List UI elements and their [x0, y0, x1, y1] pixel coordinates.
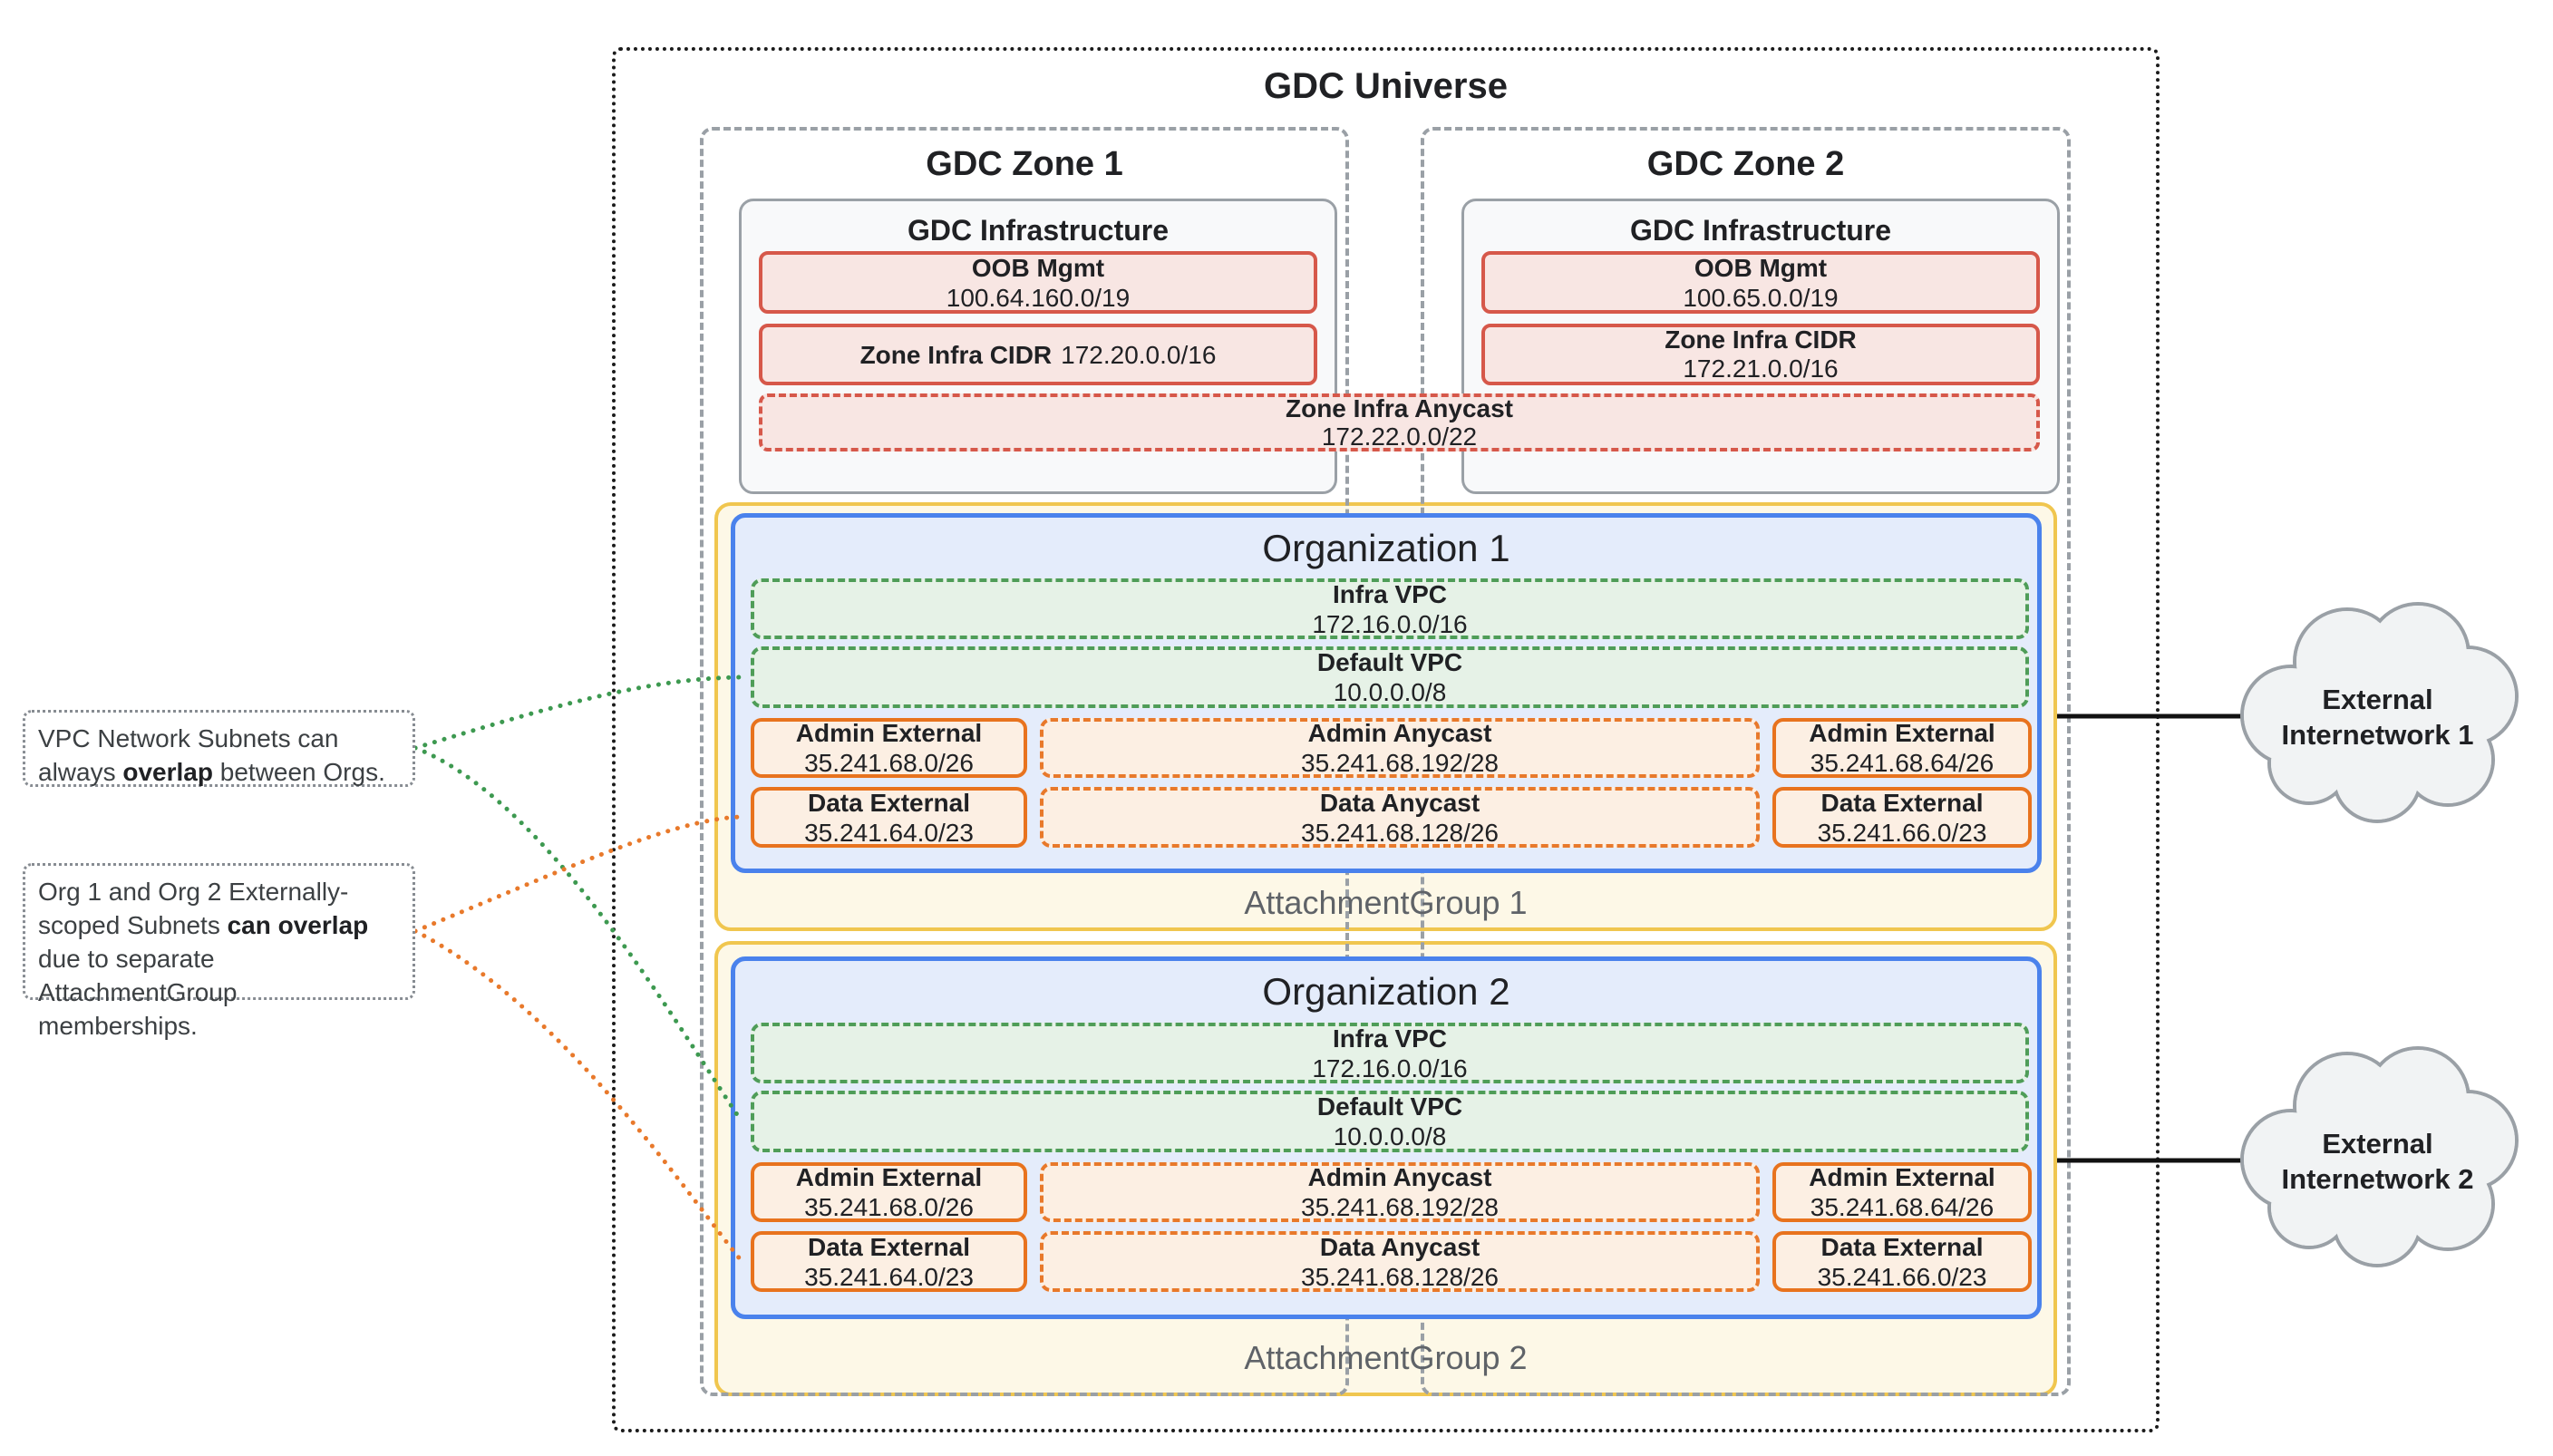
org1-data-external-left-cidr: 35.241.64.0/23 [804, 818, 974, 847]
org2-data-external-left-cidr: 35.241.64.0/23 [804, 1262, 974, 1291]
org2-admin-external-right-box: Admin External 35.241.68.64/26 [1772, 1162, 2032, 1222]
org2-data-external-right-cidr: 35.241.66.0/23 [1817, 1262, 1987, 1291]
annotation-external-overlap: Org 1 and Org 2 Externally-scoped Subnet… [23, 863, 415, 1040]
org1-data-external-right-box: Data External 35.241.66.0/23 [1772, 787, 2032, 848]
org1-admin-external-left-label: Admin External [795, 719, 983, 747]
org2-admin-external-right-label: Admin External [1809, 1163, 1995, 1191]
zone-infra-cidr-2-box: Zone Infra CIDR 172.21.0.0/16 [1481, 324, 2040, 385]
zone-infra-cidr-1-box: Zone Infra CIDR 172.20.0.0/16 [759, 324, 1317, 385]
organization-2-title: Organization 2 [1262, 970, 1510, 1013]
oob-mgmt-2-box: OOB Mgmt 100.65.0.0/19 [1481, 251, 2040, 314]
org1-data-external-left-label: Data External [808, 788, 970, 817]
zone-infra-cidr-1-label: Zone Infra CIDR [859, 340, 1053, 369]
external-internetwork-1-line2: Internetwork 1 [2281, 719, 2474, 751]
org2-data-external-right-box: Data External 35.241.66.0/23 [1772, 1231, 2032, 1292]
org1-admin-external-right-label: Admin External [1809, 719, 1995, 747]
org1-admin-anycast-cidr: 35.241.68.192/28 [1301, 749, 1499, 777]
org1-infra-vpc-box: Infra VPC 172.16.0.0/16 [751, 578, 2029, 639]
org1-admin-anycast-box: Admin Anycast 35.241.68.192/28 [1040, 718, 1760, 778]
org2-data-anycast-cidr: 35.241.68.128/26 [1301, 1262, 1499, 1291]
oob-mgmt-2-label: OOB Mgmt [1694, 253, 1828, 282]
org2-default-vpc-box: Default VPC 10.0.0.0/8 [751, 1091, 2029, 1152]
org1-admin-external-left-cidr: 35.241.68.0/26 [804, 749, 974, 777]
external-internetwork-2-line2: Internetwork 2 [2281, 1163, 2474, 1195]
org1-data-external-right-label: Data External [1820, 788, 1984, 817]
org2-data-anycast-label: Data Anycast [1319, 1232, 1480, 1261]
org2-infra-vpc-box: Infra VPC 172.16.0.0/16 [751, 1023, 2029, 1083]
annotation-2-text-after: due to separate AttachmentGroup membersh… [38, 945, 238, 1040]
gdc-infrastructure-2-title: GDC Infrastructure [1629, 214, 1892, 247]
org2-data-anycast-box: Data Anycast 35.241.68.128/26 [1040, 1231, 1760, 1292]
gdc-universe-title: GDC Universe [1264, 66, 1508, 106]
org1-default-vpc-box: Default VPC 10.0.0.0/8 [751, 646, 2029, 708]
org1-admin-external-right-box: Admin External 35.241.68.64/26 [1772, 718, 2032, 778]
org2-admin-external-left-box: Admin External 35.241.68.0/26 [751, 1162, 1027, 1222]
org2-admin-external-right-cidr: 35.241.68.64/26 [1810, 1193, 1995, 1221]
org2-admin-external-left-label: Admin External [795, 1163, 983, 1191]
org1-data-external-left-box: Data External 35.241.64.0/23 [751, 787, 1027, 848]
attachment-group-1-label: AttachmentGroup 1 [1244, 884, 1528, 921]
org1-infra-vpc-cidr: 172.16.0.0/16 [1312, 609, 1468, 638]
zone-infra-cidr-1-value: 172.20.0.0/16 [1061, 340, 1217, 369]
org2-default-vpc-label: Default VPC [1316, 1092, 1463, 1121]
org1-data-anycast-label: Data Anycast [1319, 788, 1480, 817]
annotation-1-text-after: between Orgs. [212, 758, 385, 786]
external-internetwork-2-line1: External [2322, 1128, 2433, 1160]
org1-default-vpc-label: Default VPC [1316, 648, 1463, 676]
attachment-group-2-label: AttachmentGroup 2 [1244, 1339, 1528, 1376]
org2-admin-anycast-box: Admin Anycast 35.241.68.192/28 [1040, 1162, 1760, 1222]
org2-admin-external-left-cidr: 35.241.68.0/26 [804, 1193, 974, 1221]
organization-1-box: Organization 1 Infra VPC 172.16.0.0/16 D… [731, 513, 2042, 873]
external-internetwork-1-label: External Internetwork 1 [2248, 682, 2507, 752]
org2-admin-anycast-cidr: 35.241.68.192/28 [1301, 1193, 1499, 1221]
gdc-infrastructure-1-title: GDC Infrastructure [907, 214, 1170, 247]
org1-admin-external-left-box: Admin External 35.241.68.0/26 [751, 718, 1027, 778]
annotation-1-bold: overlap [122, 758, 213, 786]
organization-2-box: Organization 2 Infra VPC 172.16.0.0/16 D… [731, 956, 2042, 1319]
organization-1-title: Organization 1 [1262, 527, 1510, 569]
org1-default-vpc-cidr: 10.0.0.0/8 [1333, 678, 1447, 706]
gdc-zone-1-title: GDC Zone 1 [926, 145, 1123, 183]
annotation-2-bold: can overlap [227, 911, 369, 939]
org2-data-external-right-label: Data External [1820, 1232, 1984, 1261]
org1-data-anycast-cidr: 35.241.68.128/26 [1301, 818, 1499, 847]
zone-infra-anycast-box: Zone Infra Anycast 172.22.0.0/22 [759, 393, 2040, 451]
annotation-1-text-before: VPC Network Subnets can always [38, 724, 339, 786]
org2-data-external-left-label: Data External [808, 1232, 970, 1261]
oob-mgmt-2-cidr: 100.65.0.0/19 [1683, 283, 1839, 312]
zone-infra-cidr-2-label: Zone Infra CIDR [1665, 325, 1857, 354]
org2-infra-vpc-cidr: 172.16.0.0/16 [1312, 1053, 1468, 1082]
oob-mgmt-1-box: OOB Mgmt 100.64.160.0/19 [759, 251, 1317, 314]
oob-mgmt-1-cidr: 100.64.160.0/19 [946, 283, 1131, 312]
external-internetwork-2-label: External Internetwork 2 [2248, 1126, 2507, 1197]
zone-infra-anycast-cidr: 172.22.0.0/22 [1321, 422, 1478, 451]
org1-admin-anycast-label: Admin Anycast [1307, 719, 1492, 747]
zone-infra-cidr-2-value: 172.21.0.0/16 [1683, 354, 1839, 383]
org1-data-external-right-cidr: 35.241.66.0/23 [1817, 818, 1987, 847]
zone-infra-anycast-label: Zone Infra Anycast [1285, 394, 1513, 422]
org1-infra-vpc-label: Infra VPC [1332, 579, 1448, 608]
org2-admin-anycast-label: Admin Anycast [1307, 1163, 1492, 1191]
org2-infra-vpc-label: Infra VPC [1332, 1024, 1448, 1053]
org2-data-external-left-box: Data External 35.241.64.0/23 [751, 1231, 1027, 1292]
external-internetwork-1-line1: External [2322, 684, 2433, 715]
annotation-2-text-before: Org 1 and Org 2 Externally-scoped Subnet… [38, 878, 349, 939]
org2-default-vpc-cidr: 10.0.0.0/8 [1333, 1122, 1447, 1150]
annotation-vpc-overlap: VPC Network Subnets can always overlap b… [23, 710, 415, 787]
oob-mgmt-1-label: OOB Mgmt [971, 253, 1105, 282]
gdc-zone-2-title: GDC Zone 2 [1646, 145, 1845, 183]
org1-data-anycast-box: Data Anycast 35.241.68.128/26 [1040, 787, 1760, 848]
org1-admin-external-right-cidr: 35.241.68.64/26 [1810, 749, 1995, 777]
